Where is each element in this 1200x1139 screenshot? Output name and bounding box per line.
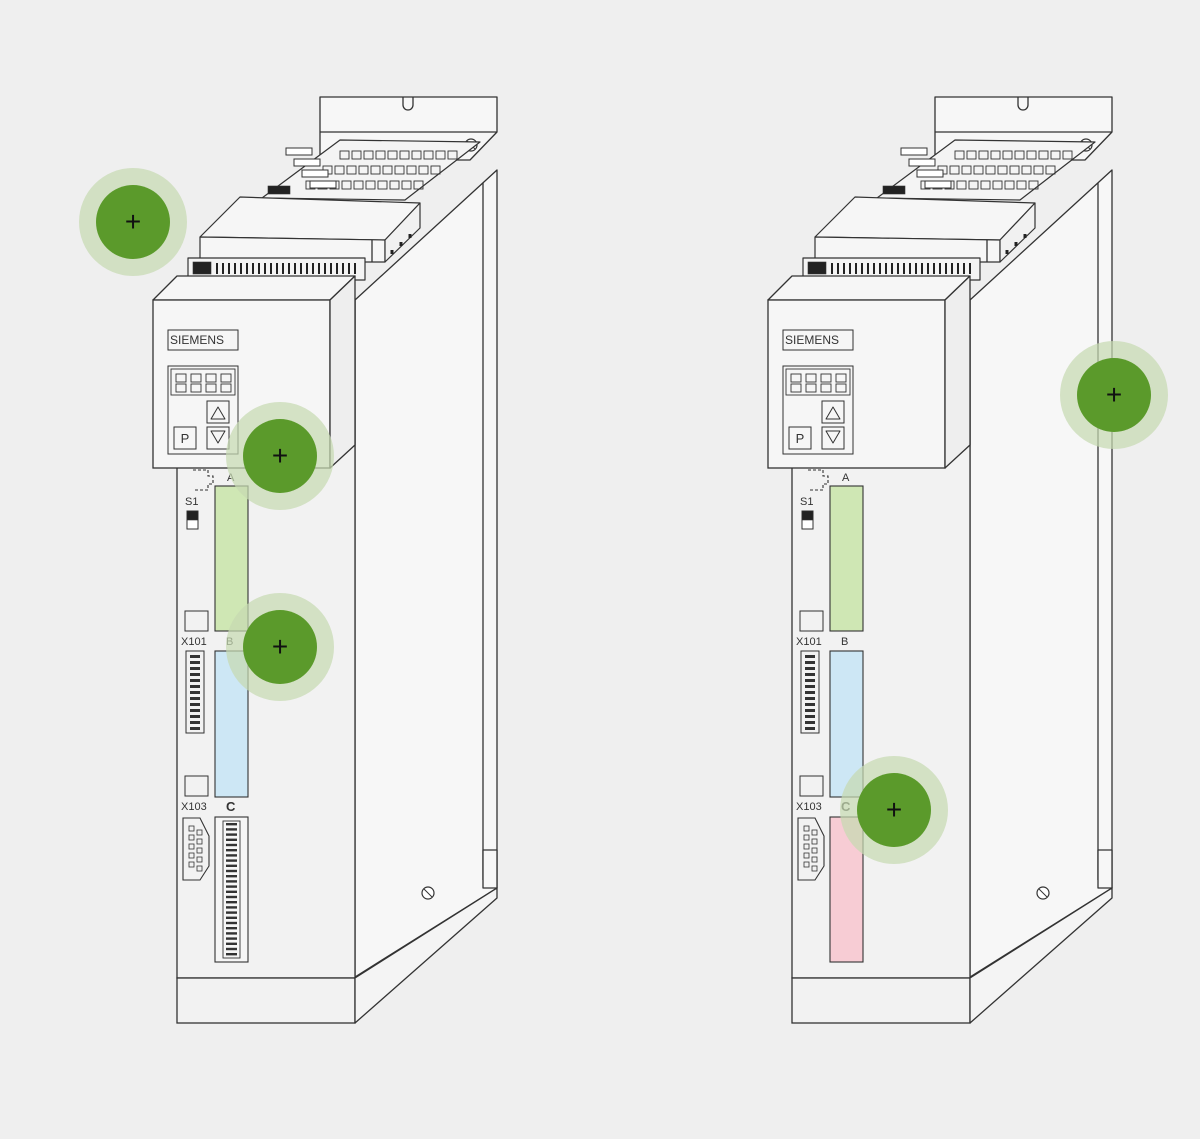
display [785, 368, 851, 396]
hotspot-core [96, 185, 170, 259]
plus-icon: + [1106, 379, 1122, 410]
panel-side [944, 275, 971, 469]
p-key [173, 426, 197, 450]
up-key [206, 400, 230, 424]
hotspot-core [857, 773, 931, 847]
x101-cover [799, 610, 824, 632]
mount-notch [402, 97, 414, 111]
bottom-bracket [1097, 849, 1113, 889]
down-key [821, 426, 845, 450]
hotspot-core [243, 610, 317, 684]
slot-c-label: C [226, 799, 236, 814]
slot-a-label: A [842, 472, 850, 484]
down-key [206, 426, 230, 450]
x103-sub-d [182, 817, 210, 881]
base-side [354, 887, 498, 1024]
plus-icon: + [125, 206, 141, 237]
mount-notch [1017, 97, 1029, 111]
x103-cover [184, 775, 209, 797]
connector-top [814, 196, 1036, 241]
brand-label-box [167, 329, 239, 351]
hotspot-right-side[interactable]: + [1060, 341, 1168, 449]
front-base [791, 977, 971, 1024]
x103-label: X103 [796, 801, 822, 813]
panel-top [152, 275, 356, 301]
drive-unit-1: SIEMENSPAS1X101BX103C [152, 96, 498, 1024]
p-key [788, 426, 812, 450]
x103-cover [799, 775, 824, 797]
hotspot-core [1077, 358, 1151, 432]
display [170, 368, 236, 396]
plus-icon: + [272, 440, 288, 471]
slot-a [829, 485, 864, 632]
x101-cover [184, 610, 209, 632]
plus-icon: + [886, 794, 902, 825]
latch [808, 469, 829, 491]
brand-label-box [782, 329, 854, 351]
plus-icon: + [272, 631, 288, 662]
x101-label: X101 [796, 636, 822, 648]
hotspot-left-top[interactable]: + [79, 168, 187, 276]
arrow-up-icon [210, 406, 226, 420]
p-key-label: P [181, 431, 190, 446]
base-side [969, 887, 1113, 1024]
hotspots-layer: + + + + + [79, 168, 1168, 864]
hotspot-core [243, 419, 317, 493]
keypad-frame [782, 365, 854, 455]
connector-side [999, 202, 1036, 263]
x103-label: X103 [181, 801, 207, 813]
panel-top [767, 275, 971, 301]
hotspot-left-slot-b[interactable]: + [226, 593, 334, 701]
panel-side [329, 275, 356, 469]
latch [193, 469, 214, 491]
up-key [821, 400, 845, 424]
hotspot-left-panel[interactable]: + [226, 402, 334, 510]
brand-label: SIEMENS [785, 333, 839, 347]
front-base [176, 977, 356, 1024]
keypad-frame [167, 365, 239, 455]
s1-label: S1 [800, 496, 813, 508]
drive-unit-2: SIEMENSPAS1X101BX103C [767, 96, 1113, 1024]
slot-b-label: B [841, 636, 848, 648]
hotspot-right-slot-c[interactable]: + [840, 756, 948, 864]
connector-top [199, 196, 421, 241]
arrow-up-icon [825, 406, 841, 420]
bottom-bracket [482, 849, 498, 889]
s1-label: S1 [185, 496, 198, 508]
side-panel [969, 169, 1113, 978]
arrow-down-icon [825, 430, 841, 444]
connector-side [384, 202, 421, 263]
p-key-label: P [796, 431, 805, 446]
x101-label: X101 [181, 636, 207, 648]
arrow-down-icon [210, 430, 226, 444]
x101-connector [800, 650, 820, 734]
x101-connector [185, 650, 205, 734]
side-panel [354, 169, 498, 978]
slot-a [214, 485, 249, 632]
x103-sub-d [797, 817, 825, 881]
brand-label: SIEMENS [170, 333, 224, 347]
